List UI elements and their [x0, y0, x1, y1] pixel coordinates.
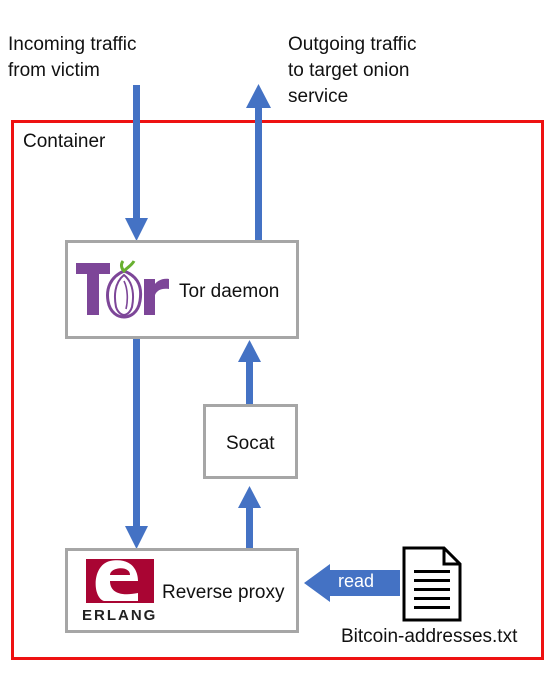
document-icon	[402, 546, 462, 622]
reverse-proxy-label: Reverse proxy	[162, 582, 285, 603]
outgoing-arrow	[246, 84, 271, 242]
read-arrow	[304, 564, 400, 602]
erlang-logo-icon: ERLANG	[82, 557, 158, 627]
reverse-proxy-box: ERLANG Reverse proxy	[65, 548, 299, 633]
tor-to-proxy-arrow	[125, 338, 148, 549]
incoming-arrow	[125, 85, 148, 241]
socat-label: Socat	[226, 433, 275, 454]
proxy-to-socat-arrow	[238, 486, 261, 549]
read-label: read	[338, 571, 375, 591]
tor-logo-icon	[76, 257, 171, 321]
tor-daemon-label: Tor daemon	[179, 281, 280, 302]
tor-daemon-box: Tor daemon	[65, 240, 299, 339]
container-label: Container	[23, 131, 106, 152]
container-frame: Container	[11, 120, 544, 660]
incoming-traffic-label: Incoming traffic from victim	[8, 34, 137, 81]
socat-to-tor-arrow	[238, 340, 261, 405]
erlang-wordmark: ERLANG	[82, 607, 158, 624]
outgoing-traffic-label: Outgoing traffic to target onion service	[288, 34, 417, 107]
file-name-label: Bitcoin-addresses.txt	[341, 626, 518, 647]
socat-box: Socat	[203, 404, 298, 479]
